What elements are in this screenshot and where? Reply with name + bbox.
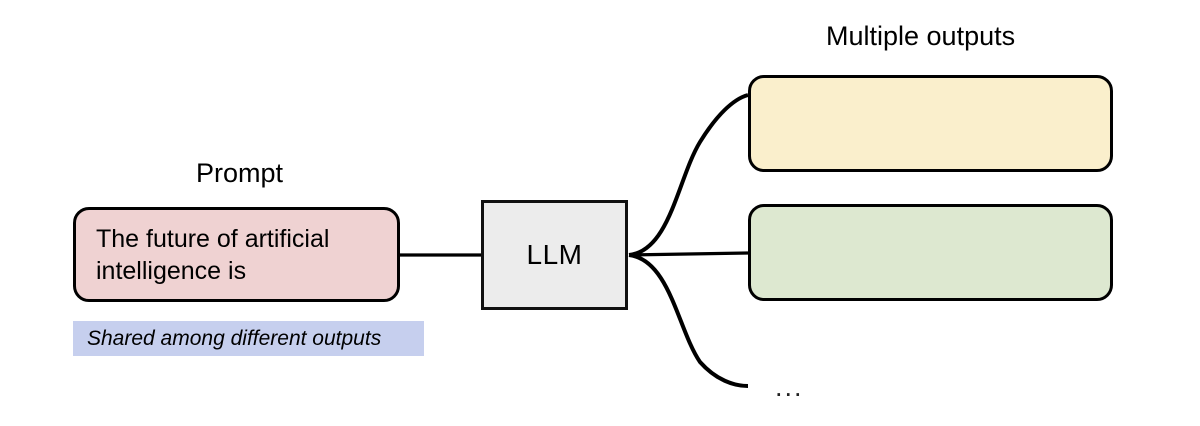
more-outputs-ellipsis: ... xyxy=(775,372,804,402)
shared-among-outputs-banner: Shared among different outputs xyxy=(73,321,424,356)
llm-box[interactable]: LLM xyxy=(481,200,628,310)
connector-llm-to-output-1 xyxy=(628,93,749,257)
connector-llm-to-output-2 xyxy=(628,251,749,257)
outputs-section-title: Multiple outputs xyxy=(826,21,1016,51)
prompt-box[interactable]: The future of artificial intelligence is xyxy=(73,207,400,302)
llm-box-label: LLM xyxy=(526,239,583,270)
shared-among-outputs-label: Shared among different outputs xyxy=(87,326,382,350)
output-box-1[interactable] xyxy=(748,75,1113,172)
connector-llm-to-more xyxy=(628,253,749,388)
prompt-section-title: Prompt xyxy=(196,158,284,188)
prompt-box-text: The future of artificial intelligence is xyxy=(96,224,330,285)
output-box-2[interactable] xyxy=(748,204,1113,301)
